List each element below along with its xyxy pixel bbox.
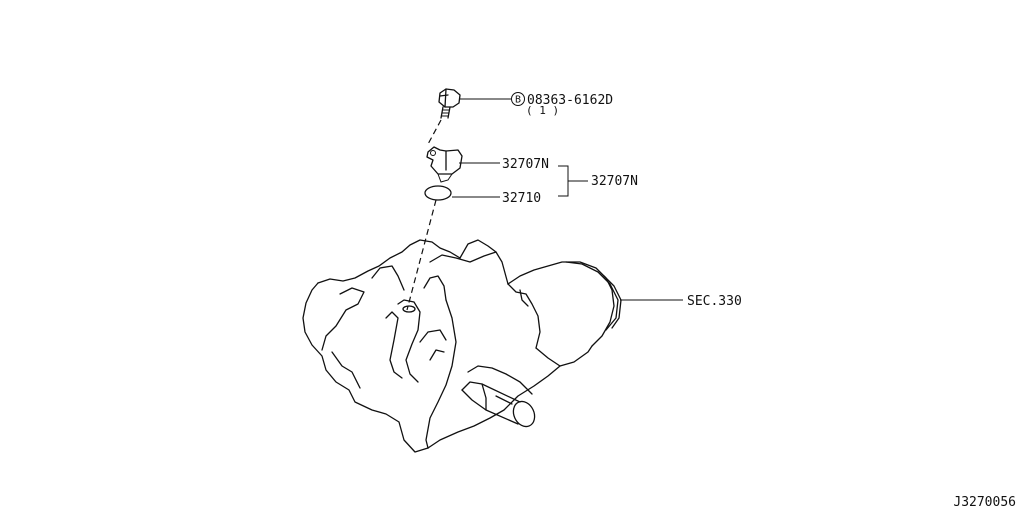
oring-part-number[interactable]: 32710 [502,191,541,206]
assembly-axis-line [406,119,442,311]
bolt-part-number[interactable]: 08363-6162D [527,93,613,108]
assembly-bracket [558,165,588,197]
bolt-marker-letter: B [515,95,521,106]
sensor-part-number[interactable]: 32707N [502,157,549,172]
bolt-drawing[interactable] [438,88,461,119]
transfer-case-drawing [302,239,622,453]
sensor-drawing[interactable] [426,146,463,183]
assembly-part-number[interactable]: 32707N [591,174,638,189]
section-reference[interactable]: SEC.330 [687,294,742,309]
o-ring-drawing[interactable] [424,185,452,201]
diagram-id: J3270056 [953,495,1016,510]
bolt-marker-circle [511,92,525,106]
bolt-quantity: ( 1 ) [526,104,559,117]
